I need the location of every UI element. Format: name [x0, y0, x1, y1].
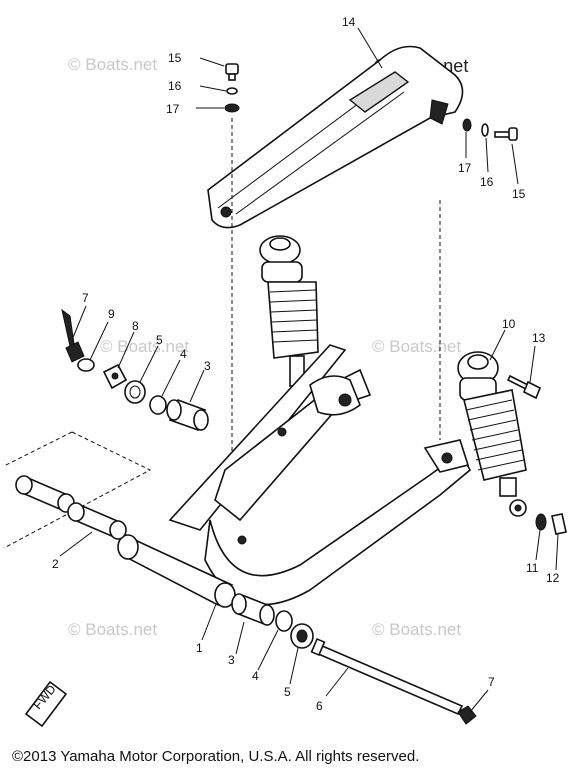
callout-15-left: 15 [168, 51, 182, 65]
leader-line [189, 369, 205, 403]
leader-line [529, 345, 536, 383]
callout-7-upper: 7 [82, 291, 89, 305]
callout-7-lower: 7 [488, 675, 495, 689]
thrust-washer-lower [275, 610, 293, 632]
leader-line [59, 531, 93, 557]
leader-line [325, 667, 349, 697]
thrust-washer-upper [149, 395, 167, 415]
leader-line [89, 321, 109, 361]
leader-line [139, 345, 159, 383]
oil-seal-lower-inner [296, 629, 308, 643]
washer-right [462, 118, 472, 132]
oil-seal-upper [124, 380, 146, 404]
shock-bolt [506, 374, 542, 400]
chain-case [207, 45, 464, 229]
callout-3-lower: 3 [228, 653, 235, 667]
leader-line [117, 331, 135, 369]
fwd-arrow-icon: FWD [24, 680, 68, 728]
callout-17-left: 17 [166, 102, 180, 116]
pivot-shaft [310, 637, 464, 716]
callout-4-lower: 4 [252, 669, 259, 683]
watermark-faint: © Boats.net [372, 337, 461, 356]
swing-arm [168, 344, 472, 606]
watermark-faint: © Boats.net [372, 620, 461, 639]
shock-washer [535, 513, 547, 531]
washer-left [224, 103, 240, 113]
bushing-lower [231, 593, 275, 626]
lock-washer-left [226, 87, 238, 95]
leader-line [357, 27, 383, 69]
callout-14: 14 [342, 15, 356, 29]
callout-6: 6 [316, 699, 323, 713]
lock-washer-right [481, 123, 489, 137]
callout-17-right: 17 [458, 161, 472, 175]
copyright-notice: ©2013 Yamaha Motor Corporation, U.S.A. A… [12, 748, 420, 765]
callout-16-right: 16 [480, 175, 494, 189]
oil-seal-inner [129, 385, 141, 399]
bushing-pair [15, 475, 127, 540]
callout-8: 8 [132, 319, 139, 333]
right-shock-absorber [457, 351, 527, 517]
callout-1: 1 [196, 641, 203, 655]
leader-line [511, 143, 519, 185]
callout-4-upper: 4 [180, 347, 187, 361]
leader-line [199, 57, 225, 67]
bolt-upper-left [61, 308, 85, 363]
callout-11: 11 [526, 561, 539, 575]
watermark-faint: © Boats.net [68, 620, 157, 639]
leader-line [161, 359, 181, 397]
leader-line [535, 529, 541, 561]
callout-10: 10 [502, 317, 516, 331]
leader-line [71, 305, 87, 341]
left-shock-absorber [259, 235, 319, 387]
pivot-tube [117, 534, 236, 608]
callout-5-upper: 5 [156, 333, 163, 347]
leader-line [201, 603, 217, 641]
leader-line [469, 689, 489, 713]
leader-line [199, 85, 227, 92]
callout-13: 13 [532, 331, 546, 345]
chain-case-bolt-right [494, 127, 518, 141]
callout-9: 9 [108, 307, 115, 321]
washer-upper [77, 358, 95, 372]
callout-2: 2 [52, 557, 59, 571]
alignment-line [3, 431, 152, 549]
thrust-cover [102, 363, 128, 390]
leader-line [555, 533, 559, 571]
watermark-faint: © Boats.net [68, 55, 157, 74]
leader-line [289, 647, 299, 685]
callout-12: 12 [546, 571, 560, 585]
leader-line [485, 137, 489, 173]
bushing-upper [166, 398, 209, 432]
callout-3-upper: 3 [204, 359, 211, 373]
callout-15-right: 15 [512, 187, 526, 201]
shock-nut [551, 513, 567, 535]
leader-line [257, 629, 279, 671]
callout-5-lower: 5 [284, 685, 291, 699]
watermark-faint: © Boats.net [100, 337, 189, 356]
callout-16-left: 16 [168, 79, 182, 93]
chain-case-bolt-left [225, 63, 239, 81]
leader-line [489, 329, 506, 361]
leader-line [235, 621, 245, 655]
